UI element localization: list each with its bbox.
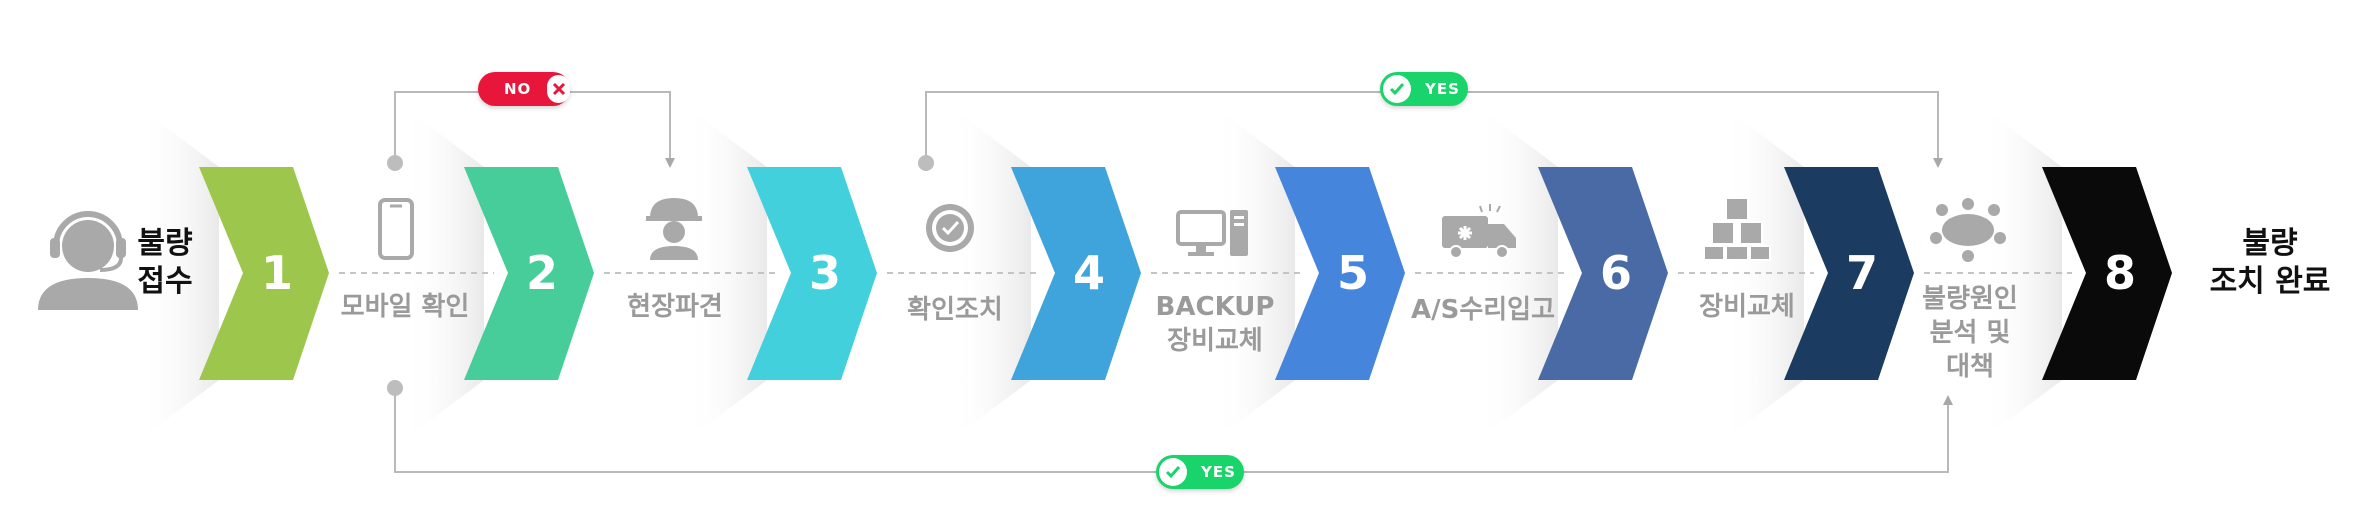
engineer-icon xyxy=(646,198,702,260)
branch-connectors xyxy=(387,91,1953,473)
chevron-shadow xyxy=(1724,107,1804,440)
step-label-mobile-check: 모바일 확인 xyxy=(340,292,470,322)
check-icon xyxy=(1383,75,1411,103)
step-icons xyxy=(38,197,2006,310)
step-label-field-dispatch: 현장파견 xyxy=(627,292,723,322)
no-branch-start-dot xyxy=(387,155,403,171)
step-label-equipment-replace: 장비교체 xyxy=(1699,292,1795,322)
meeting-table-icon xyxy=(1930,198,2006,262)
chevron-step-three xyxy=(747,167,877,380)
chevron-step-five xyxy=(1275,167,1405,380)
no-badge-label: NO xyxy=(504,80,532,98)
step-label-as-repair: A/S수리입고 xyxy=(1410,295,1556,325)
yes-top-badge-label: YES xyxy=(1425,80,1460,98)
cubes-icon xyxy=(1703,197,1771,261)
step-label-backup-replace: BACKUP 장비교체 xyxy=(1155,292,1275,356)
chevron-number-one: 1 xyxy=(261,246,293,300)
headset-user-icon xyxy=(38,211,138,310)
yes-top-badge: YES xyxy=(1380,72,1468,106)
chevron-number-six: 6 xyxy=(1600,246,1632,300)
service-truck-icon xyxy=(1442,204,1516,259)
yes-bottom-branch-start-dot xyxy=(387,380,403,396)
chevron-number-four: 4 xyxy=(1073,246,1105,300)
chevron-number-eight: 8 xyxy=(2104,246,2136,300)
chevron-step-one xyxy=(199,167,329,380)
chevron-step-six xyxy=(1538,167,1668,380)
chevron-step-four xyxy=(1011,167,1141,380)
yes-bottom-badge-label: YES xyxy=(1201,463,1236,481)
chevron-number-two: 2 xyxy=(526,246,558,300)
end-label: 불량 조치 완료 xyxy=(2209,226,2331,299)
chevron-shadow xyxy=(139,107,219,440)
step-label-root-cause: 불량원인 분석 및 대책 xyxy=(1922,284,2018,382)
check-badge-icon xyxy=(926,204,974,252)
yes-bottom-badge: YES xyxy=(1156,455,1244,489)
desktop-computer-icon xyxy=(1176,210,1248,256)
mobile-phone-icon xyxy=(378,198,414,260)
chevron-shadow xyxy=(1982,107,2062,440)
chevron-step-seven xyxy=(1784,167,1914,380)
step-label-confirm-action: 확인조치 xyxy=(907,295,1003,325)
chevron-number-five: 5 xyxy=(1337,246,1369,300)
chevron-step-two xyxy=(464,167,594,380)
yes-top-branch-start-dot xyxy=(918,155,934,171)
chevron-step-eight xyxy=(2042,167,2172,380)
no-badge: NO xyxy=(478,72,570,106)
close-icon xyxy=(547,75,570,103)
start-label: 불량 접수 xyxy=(137,226,193,299)
chevron-number-three: 3 xyxy=(809,246,841,300)
check-icon xyxy=(1159,458,1187,486)
chevron-number-seven: 7 xyxy=(1846,246,1878,300)
